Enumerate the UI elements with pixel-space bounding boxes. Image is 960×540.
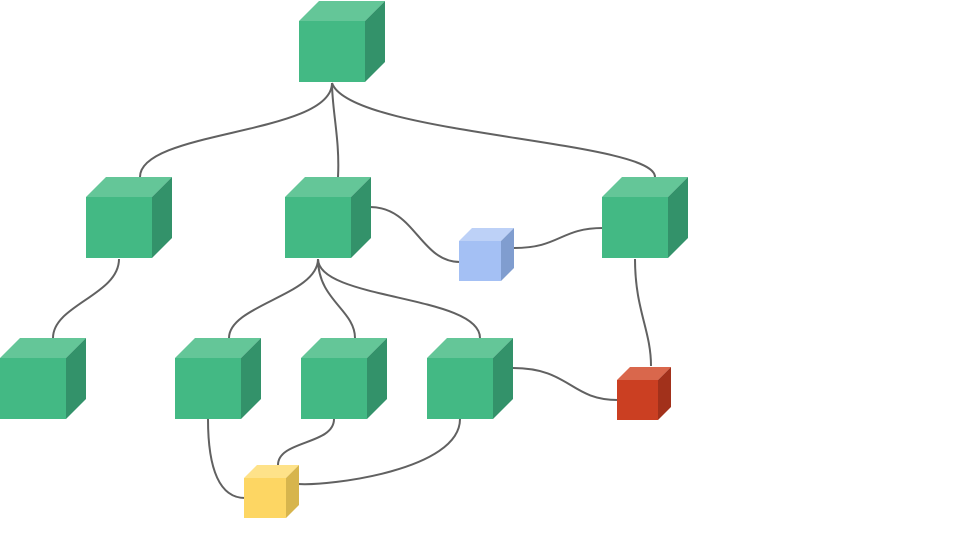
cube-front-face	[427, 358, 493, 419]
edge-middle-to-middle-child-2	[317, 258, 356, 339]
cube-top-face	[301, 338, 387, 358]
cube-front-face	[617, 380, 658, 420]
node-yellow-node-cube-icon[interactable]	[244, 465, 299, 518]
edge-middle-child-3-to-red-node	[512, 367, 619, 401]
cube-side-face	[66, 338, 86, 419]
cube-front-face	[86, 197, 152, 258]
edge-blue-node-to-right	[513, 227, 604, 249]
node-middle-child-2-cube-icon[interactable]	[301, 338, 387, 419]
cube-top-face	[427, 338, 513, 358]
edge-root-to-middle	[331, 82, 340, 178]
cube-side-face	[367, 338, 387, 419]
cube-side-face	[365, 1, 385, 82]
node-left-cube-icon[interactable]	[86, 177, 172, 258]
edge-middle-to-blue-node	[369, 206, 461, 263]
edge-middle-child-3-to-yellow-node	[297, 418, 461, 486]
node-blue-node-cube-icon[interactable]	[459, 228, 514, 281]
cube-top-face	[459, 228, 514, 241]
node-root-cube-icon[interactable]	[299, 1, 385, 82]
edge-middle-child-2-to-yellow-node	[277, 418, 335, 466]
edges-layer	[52, 82, 656, 499]
cube-side-face	[658, 367, 671, 420]
cube-side-face	[501, 228, 514, 281]
cube-top-face	[244, 465, 299, 478]
cube-side-face	[286, 465, 299, 518]
edge-right-to-red-node	[634, 258, 652, 367]
node-far-left-leaf-cube-icon[interactable]	[0, 338, 86, 419]
node-right-cube-icon[interactable]	[602, 177, 688, 258]
cube-top-face	[299, 1, 385, 21]
cube-top-face	[602, 177, 688, 197]
edge-middle-to-middle-child-1	[228, 258, 319, 339]
cube-front-face	[459, 241, 501, 281]
cube-front-face	[0, 358, 66, 419]
cube-front-face	[175, 358, 241, 419]
cube-top-face	[0, 338, 86, 358]
cube-side-face	[152, 177, 172, 258]
node-middle-cube-icon[interactable]	[285, 177, 371, 258]
nodes-layer	[0, 1, 688, 518]
edge-left-to-far-left-leaf	[52, 258, 120, 339]
cube-top-face	[617, 367, 671, 380]
cube-side-face	[493, 338, 513, 419]
node-middle-child-1-cube-icon[interactable]	[175, 338, 261, 419]
edge-middle-to-middle-child-3	[317, 258, 481, 339]
cube-front-face	[244, 478, 286, 518]
cube-top-face	[86, 177, 172, 197]
cube-front-face	[285, 197, 351, 258]
cube-side-face	[241, 338, 261, 419]
cube-front-face	[299, 21, 365, 82]
cube-side-face	[351, 177, 371, 258]
node-middle-child-3-cube-icon[interactable]	[427, 338, 513, 419]
cube-front-face	[602, 197, 668, 258]
cube-top-face	[175, 338, 261, 358]
edge-root-to-right	[331, 82, 656, 178]
node-red-node-cube-icon[interactable]	[617, 367, 671, 420]
edge-root-to-left	[139, 82, 333, 178]
cube-top-face	[285, 177, 371, 197]
edge-middle-child-1-to-yellow-node	[207, 418, 246, 499]
cube-side-face	[668, 177, 688, 258]
cube-front-face	[301, 358, 367, 419]
